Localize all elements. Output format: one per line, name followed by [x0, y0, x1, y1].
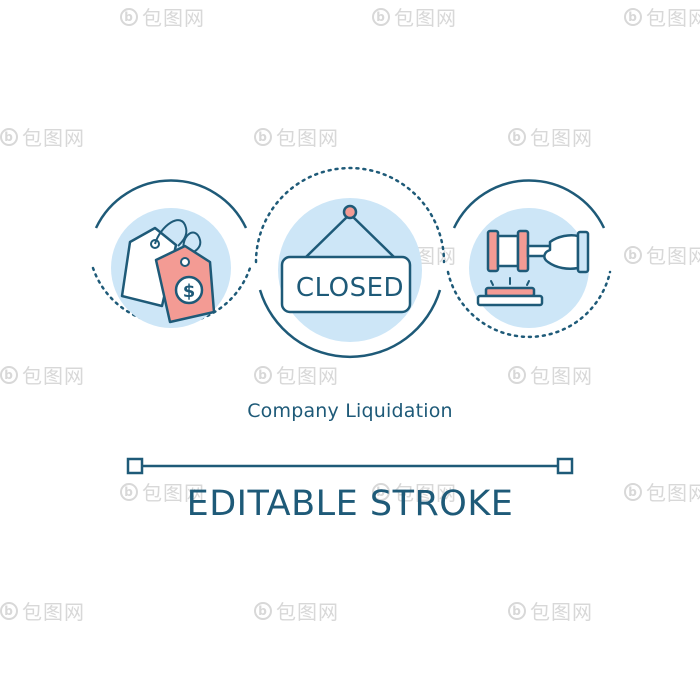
watermark-logo-icon: b [0, 601, 18, 620]
watermark-logo-icon: b [372, 7, 390, 26]
watermark-text: 包图网 [530, 126, 593, 150]
watermark: b 包图网 [624, 240, 700, 269]
left-outer-arc-dotted [91, 266, 252, 326]
watermark: b 包图网 [120, 2, 205, 31]
watermark-logo-icon: b [624, 245, 642, 264]
watermark: b 包图网 [0, 122, 85, 151]
sound-block-icon [476, 277, 544, 307]
watermark-text: 包图网 [142, 6, 205, 30]
watermark-text: 包图网 [646, 6, 700, 30]
caption-title: Company Liquidation [247, 400, 453, 422]
watermark: b 包图网 [624, 477, 700, 506]
center-outer-arc-solid [258, 289, 442, 359]
watermark-logo-icon: b [254, 601, 272, 620]
gavel-icon-group [446, 179, 612, 339]
hand-icon [543, 230, 590, 274]
watermark-text: 包图网 [276, 126, 339, 150]
sign-board [280, 255, 412, 314]
tag-string [154, 219, 188, 247]
caption-subtitle: EDITABLE STROKE [186, 484, 514, 524]
center-outer-arc-dotted [254, 166, 446, 264]
watermark-logo-icon: b [624, 7, 642, 26]
watermark-logo-icon: b [120, 482, 138, 501]
price-tag-front-icon: $ [154, 244, 216, 324]
watermark: b 包图网 [508, 360, 593, 389]
watermark-logo-icon: b [254, 127, 272, 146]
sign-nail-icon [342, 204, 358, 220]
stroke-anchor-right[interactable] [556, 457, 574, 475]
watermark: b 包图网 [624, 2, 700, 31]
right-outer-arc-dotted [446, 270, 612, 339]
watermark-logo-icon: b [254, 365, 272, 384]
watermark-text: 包图网 [22, 600, 85, 624]
right-outer-arc-solid [452, 179, 606, 229]
watermark-logo-icon: b [0, 365, 18, 384]
watermark: b 包图网 [254, 122, 339, 151]
watermark-text: 包图网 [22, 126, 85, 150]
left-outer-arc-solid [94, 179, 248, 229]
watermark-text: 包图网 [394, 481, 457, 505]
watermark-text: 包图网 [530, 600, 593, 624]
watermark-logo-icon: b [508, 365, 526, 384]
watermark: b 包图网 [0, 596, 85, 625]
watermark-logo-icon: b [508, 601, 526, 620]
watermark: b 包图网 [254, 360, 339, 389]
watermark-text: 包图网 [22, 364, 85, 388]
watermark: b 包图网 [120, 477, 205, 506]
dollar-circle [174, 275, 204, 305]
watermark-text: 包图网 [394, 6, 457, 30]
watermark-text: 包图网 [646, 481, 700, 505]
gavel-icon [486, 229, 562, 273]
watermark: b 包图网 [372, 2, 457, 31]
stroke-anchor-left[interactable] [126, 457, 144, 475]
watermark-logo-icon: b [624, 482, 642, 501]
watermark: b 包图网 [508, 596, 593, 625]
closed-sign-icon-group: CLOSED [254, 166, 446, 359]
price-tags-icon-group: $ [91, 179, 252, 328]
watermark-logo-icon: b [372, 482, 390, 501]
watermark-text: 包图网 [276, 364, 339, 388]
watermark-text: 包图网 [530, 364, 593, 388]
watermark-text: 包图网 [142, 481, 205, 505]
watermark-text: 包图网 [276, 600, 339, 624]
watermark: b 包图网 [0, 360, 85, 389]
watermark-text: 包图网 [646, 244, 700, 268]
watermark: b 包图网 [372, 477, 457, 506]
watermark-logo-icon: b [0, 127, 18, 146]
watermark: b 包图网 [508, 122, 593, 151]
dollar-sign-icon: $ [183, 281, 196, 302]
closed-sign-text: CLOSED [296, 273, 404, 303]
watermark: b 包图网 [254, 596, 339, 625]
watermark-logo-icon: b [508, 127, 526, 146]
watermark-logo-icon: b [120, 7, 138, 26]
editable-stroke-line [126, 457, 574, 475]
